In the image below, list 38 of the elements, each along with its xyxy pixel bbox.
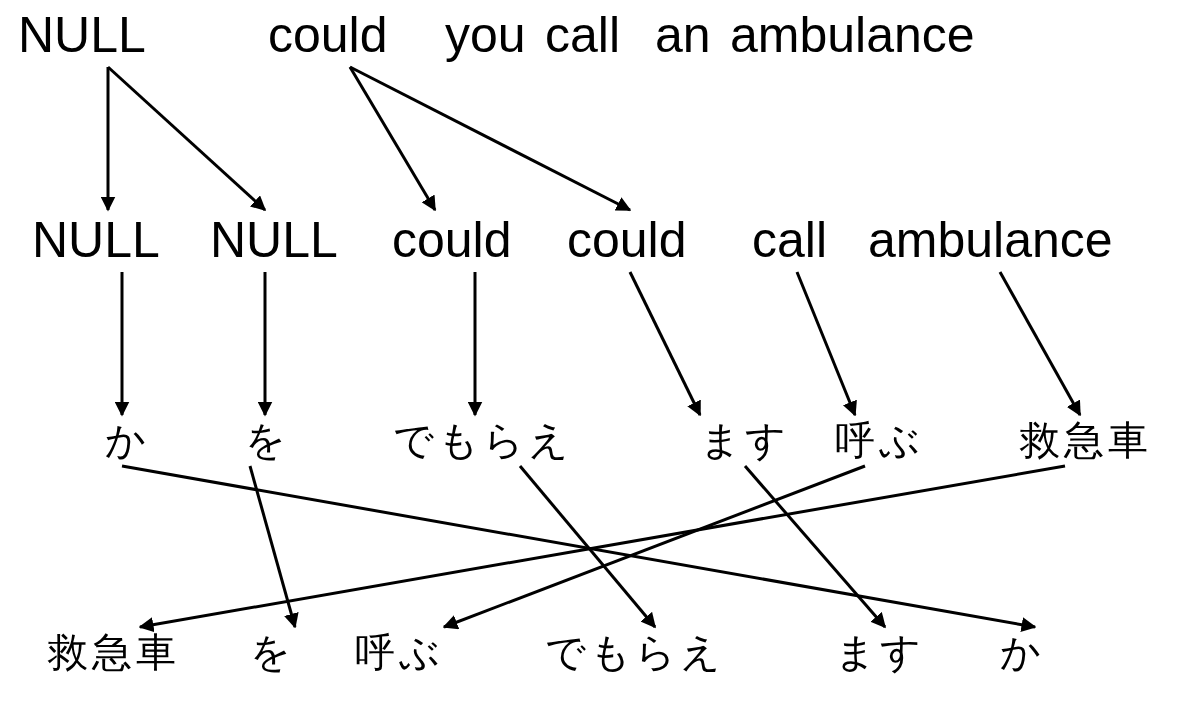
word: an [655,8,711,63]
word: でもらえ [545,630,725,674]
word: could [567,213,687,268]
word: call [752,213,828,268]
arrow [628,271,702,417]
word: could [268,8,388,63]
word: を [250,630,295,674]
word: you [445,8,526,63]
arrow [998,271,1082,417]
arrow [518,465,657,629]
word: NULL [18,8,146,63]
arrow [348,66,437,212]
word: か [105,418,150,462]
word: ambulance [730,8,975,63]
arrow [107,65,267,212]
arrow [248,465,299,629]
arrow [257,272,273,417]
word: ambulance [868,213,1113,268]
word: 呼ぶ [355,630,444,674]
word: NULL [210,213,338,268]
word: could [392,213,512,268]
word: 救急車 [48,630,180,674]
word: 救急車 [1020,418,1152,462]
word: call [545,8,621,63]
word: ます [700,418,790,462]
arrow [100,67,116,212]
word: を [245,418,290,462]
word: 呼ぶ [835,418,924,462]
word: でもらえ [393,418,573,462]
arrow [467,272,483,417]
arrow [114,272,130,417]
arrow [442,464,866,630]
arrow [795,271,857,417]
arrow [743,465,887,629]
word: か [1000,630,1045,674]
word: NULL [32,213,160,268]
arrow [349,65,632,212]
word: ます [835,630,925,674]
